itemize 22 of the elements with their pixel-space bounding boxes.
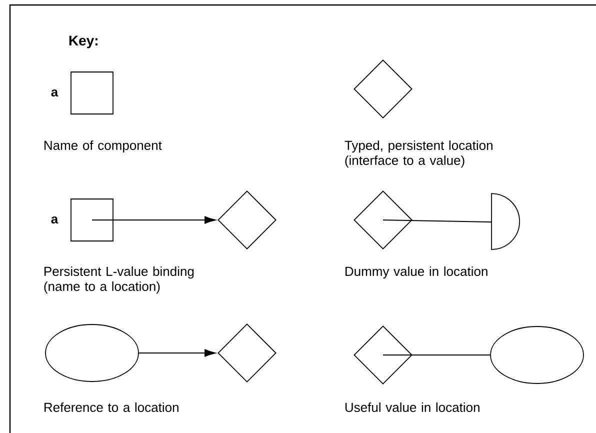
diamond-shape [218, 324, 276, 382]
ellipse-shape [490, 326, 584, 384]
arrow [138, 349, 216, 357]
component-name: a [51, 89, 58, 97]
square-box [70, 72, 114, 114]
caption: Typed, persistent location (interface to a value) [344, 140, 492, 168]
caption: Reference to a location [44, 402, 178, 412]
caption: Persistent L-value binding (name to a location) [44, 266, 194, 294]
diamond-shape [354, 190, 412, 250]
diamond-shape [354, 60, 412, 118]
key-heading: Key: [69, 36, 98, 48]
caption: Name of component [44, 140, 162, 153]
connector-line [382, 220, 492, 222]
diamond-shape [218, 190, 276, 250]
square-box [70, 198, 114, 242]
ellipse-shape [45, 324, 139, 382]
caption: Dummy value in location [346, 266, 488, 279]
caption: Useful value in location [345, 402, 480, 412]
arrow [92, 216, 216, 224]
component-name: a [51, 216, 58, 224]
diamond-shape [354, 326, 412, 384]
connector-line [382, 354, 490, 356]
